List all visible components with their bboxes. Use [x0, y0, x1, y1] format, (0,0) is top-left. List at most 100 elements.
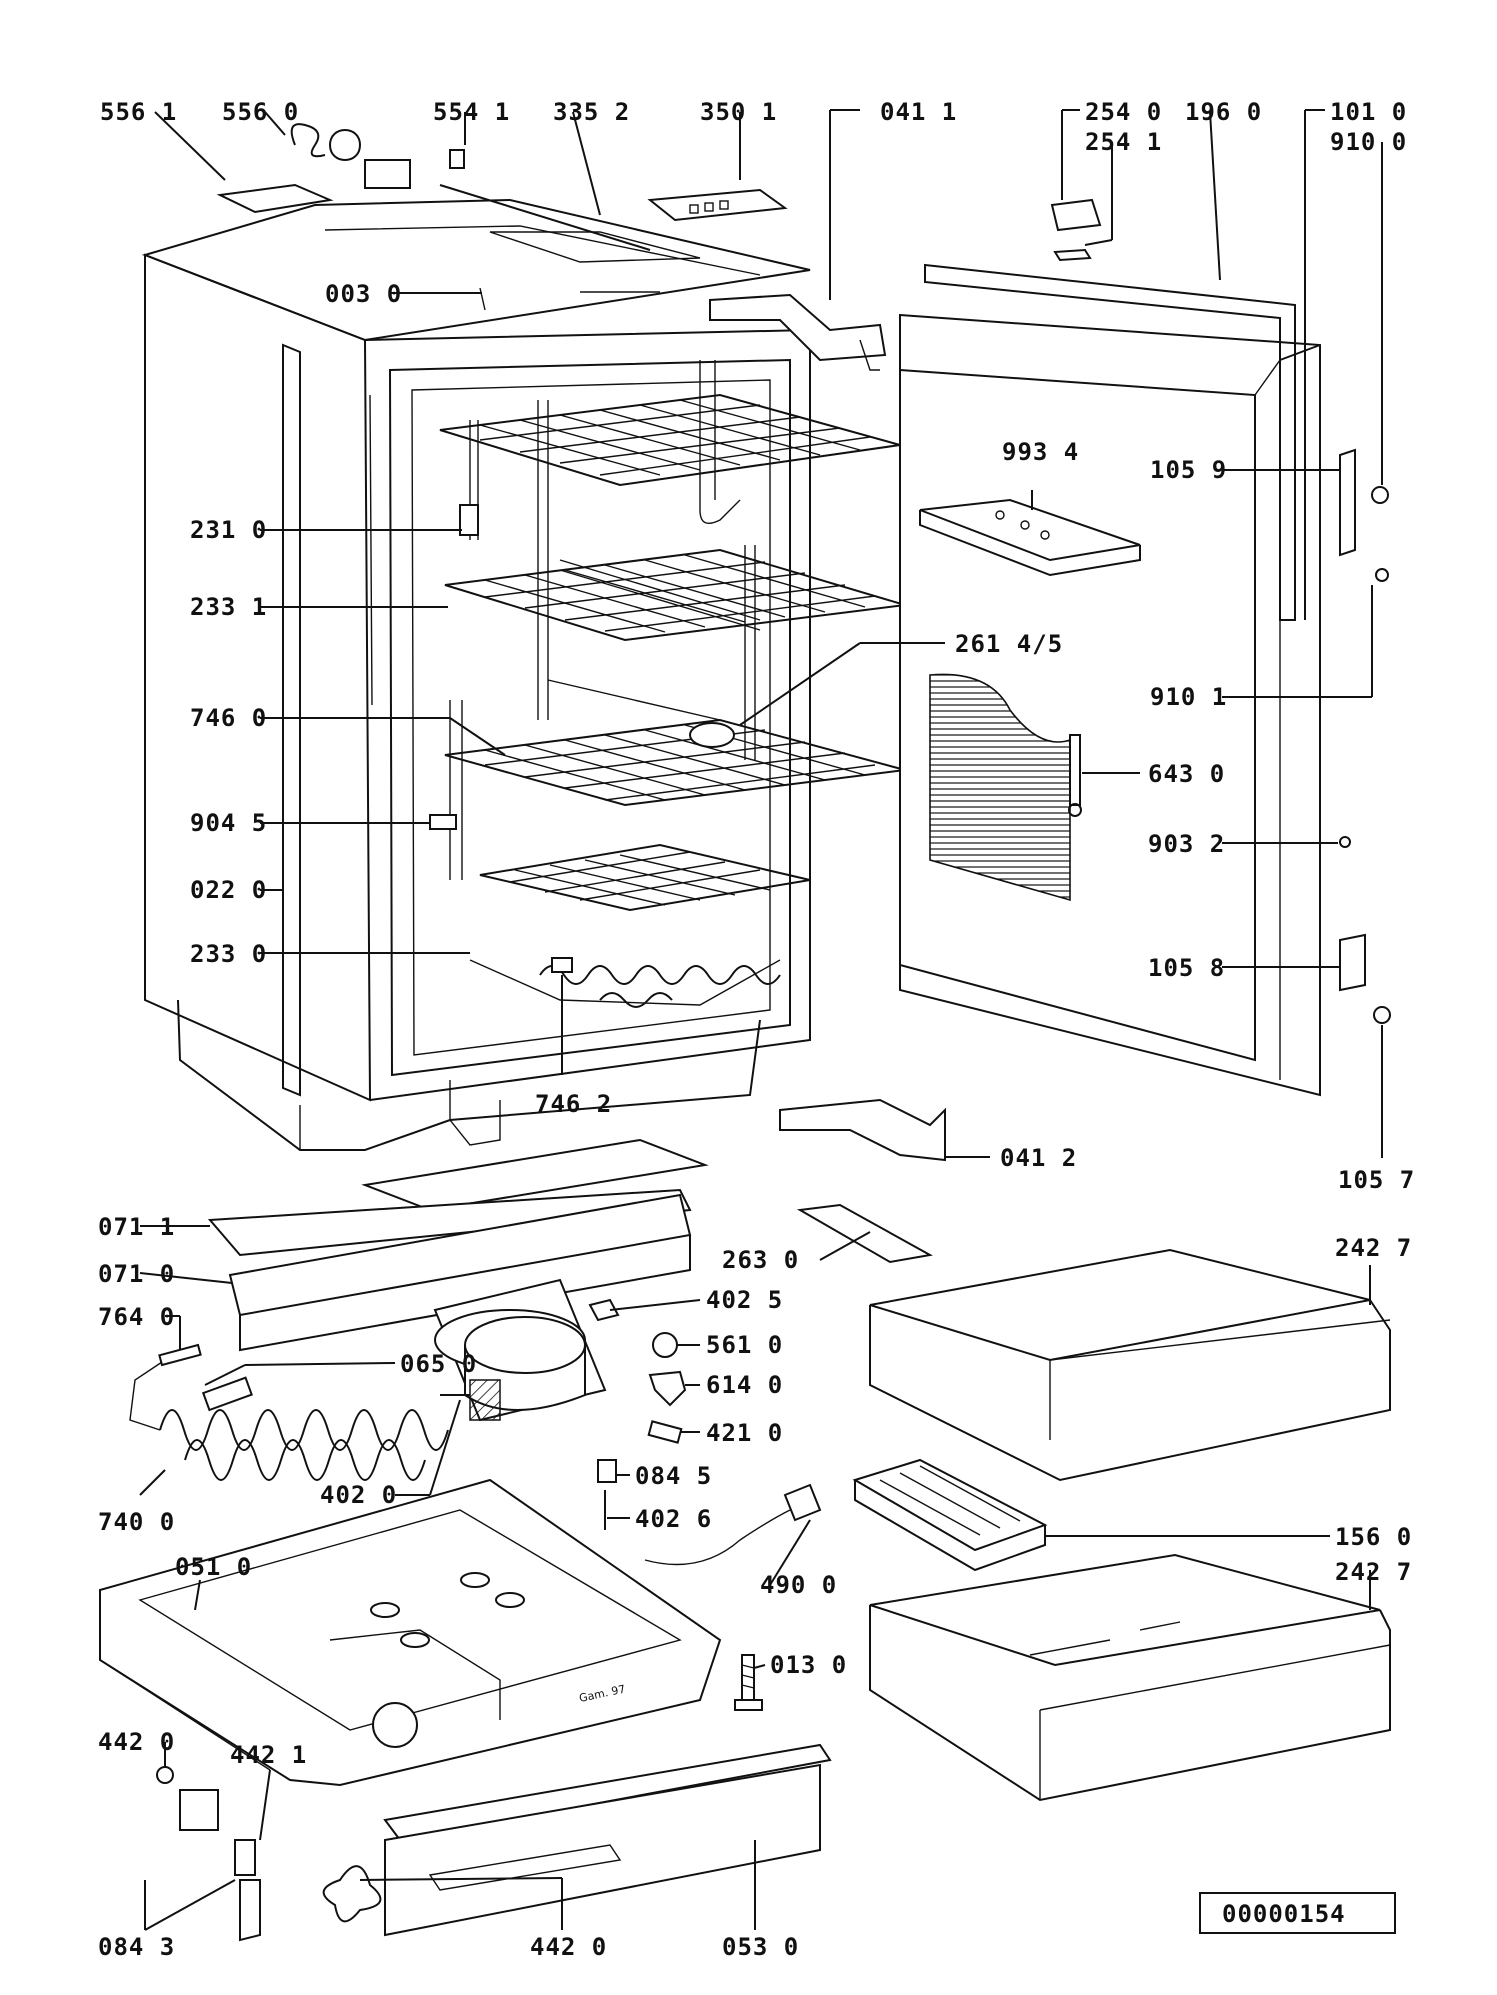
- thermometer: [1068, 734, 1082, 817]
- label-003-0: 003 0: [325, 280, 402, 308]
- label-105-9: 105 9: [1150, 456, 1227, 484]
- label-556-0: 556 0: [222, 98, 299, 126]
- filter-dryer: [201, 1376, 253, 1412]
- crisper-drawer-upper: [869, 1248, 1391, 1482]
- label-421-0: 421 0: [706, 1419, 783, 1447]
- drain-tube: [539, 965, 781, 985]
- label-402-0: 402 0: [320, 1481, 397, 1509]
- label-053-0: 053 0: [722, 1933, 799, 1961]
- wire-shelf-top: [439, 393, 901, 487]
- label-105-8: 105 8: [1148, 954, 1225, 982]
- ice-tray: [852, 1458, 1048, 1572]
- capillary-part: [158, 1343, 202, 1367]
- label-065-0: 065 0: [400, 1350, 477, 1378]
- label-490-0: 490 0: [760, 1571, 837, 1599]
- crisper-drawer-lower: [869, 1553, 1391, 1802]
- relay-part: [652, 1332, 678, 1358]
- label-105-7: 105 7: [1338, 1166, 1415, 1194]
- label-335-2: 335 2: [553, 98, 630, 126]
- label-740-0: 740 0: [98, 1508, 175, 1536]
- pin-910-1: [1375, 568, 1389, 582]
- top-hinge: [709, 293, 887, 371]
- label-904-5: 904 5: [190, 809, 267, 837]
- label-442-0b: 442 0: [530, 1933, 607, 1961]
- small-clip: [551, 957, 573, 973]
- label-254-1: 254 1: [1085, 128, 1162, 156]
- label-013-0: 013 0: [770, 1651, 847, 1679]
- label-261-45: 261 4/5: [955, 630, 1063, 658]
- cabinet-body: [141, 198, 811, 1151]
- light-screw: [479, 287, 486, 311]
- capacitor: [647, 1420, 683, 1444]
- grommet: [597, 1459, 617, 1483]
- label-910-1: 910 1: [1150, 683, 1227, 711]
- label-442-0a: 442 0: [98, 1728, 175, 1756]
- drawing-number: 00000154: [1222, 1900, 1346, 1928]
- washer-903: [1339, 836, 1351, 848]
- label-233-0: 233 0: [190, 940, 267, 968]
- light-clip: [449, 149, 465, 169]
- wire-shelf-middle: [444, 718, 906, 807]
- lower-hinge: [779, 1098, 946, 1162]
- door-rod: [439, 184, 651, 251]
- door-pin: [1373, 1006, 1391, 1024]
- label-156-0: 156 0: [1335, 1523, 1412, 1551]
- hinge-screw-910: [1371, 486, 1389, 504]
- label-242-7a: 242 7: [1335, 1234, 1412, 1262]
- label-084-3: 084 3: [98, 1933, 175, 1961]
- fan-motor: [156, 1766, 382, 1942]
- bracket-263: [796, 1203, 933, 1264]
- label-910-0: 910 0: [1330, 128, 1407, 156]
- control-panel: [647, 188, 788, 222]
- callout-labels: 556 1 556 0 554 1 335 2 350 1 041 1 254 …: [98, 98, 1415, 1961]
- label-231-0: 231 0: [190, 516, 267, 544]
- label-402-6: 402 6: [635, 1505, 712, 1533]
- label-071-0: 071 0: [98, 1260, 175, 1288]
- handle-part: [1050, 198, 1102, 232]
- label-614-0: 614 0: [706, 1371, 783, 1399]
- hinge-lower-right: [1339, 933, 1366, 992]
- light-assembly: [689, 722, 735, 748]
- label-746-0: 746 0: [190, 704, 267, 732]
- wire-shelf-lower: [479, 843, 811, 912]
- door-assembly: [899, 263, 1321, 1097]
- clip-part: [429, 814, 457, 830]
- label-442-1: 442 1: [230, 1741, 307, 1769]
- thermostat-knob-part: [216, 183, 334, 214]
- thermostat-part: [290, 123, 411, 189]
- condenser-coil: [129, 1359, 449, 1481]
- relay-clip: [588, 1298, 620, 1322]
- label-402-5: 402 5: [706, 1286, 783, 1314]
- base-tray: [99, 1478, 722, 1787]
- label-554-1: 554 1: [433, 98, 510, 126]
- label-022-0: 022 0: [190, 876, 267, 904]
- leader-lines: [139, 109, 1383, 1931]
- signature-text: Gam. 97: [578, 1682, 627, 1704]
- label-041-2: 041 2: [1000, 1144, 1077, 1172]
- top-cover-strip: [207, 1138, 709, 1257]
- front-plinth: [383, 1743, 832, 1937]
- label-764-0: 764 0: [98, 1303, 175, 1331]
- label-556-1: 556 1: [100, 98, 177, 126]
- door-shelf-part: [919, 498, 1141, 577]
- label-196-0: 196 0: [1185, 98, 1262, 126]
- handle-cap: [1053, 248, 1092, 262]
- thermostat-bracket: [459, 504, 479, 536]
- compressor: [433, 1278, 607, 1422]
- label-233-1: 233 1: [190, 593, 267, 621]
- label-993-4: 993 4: [1002, 438, 1079, 466]
- label-903-2: 903 2: [1148, 830, 1225, 858]
- label-254-0: 254 0: [1085, 98, 1162, 126]
- power-cord: [644, 1483, 822, 1566]
- label-101-0: 101 0: [1330, 98, 1407, 126]
- label-084-5: 084 5: [635, 1462, 712, 1490]
- label-263-0: 263 0: [722, 1246, 799, 1274]
- label-041-1: 041 1: [880, 98, 957, 126]
- label-242-7b: 242 7: [1335, 1558, 1412, 1586]
- label-561-0: 561 0: [706, 1331, 783, 1359]
- label-051-0: 051 0: [175, 1553, 252, 1581]
- label-746-2: 746 2: [535, 1090, 612, 1118]
- overload-protector: [648, 1370, 687, 1407]
- label-071-1: 071 1: [98, 1213, 175, 1241]
- foot-screw: [734, 1654, 763, 1711]
